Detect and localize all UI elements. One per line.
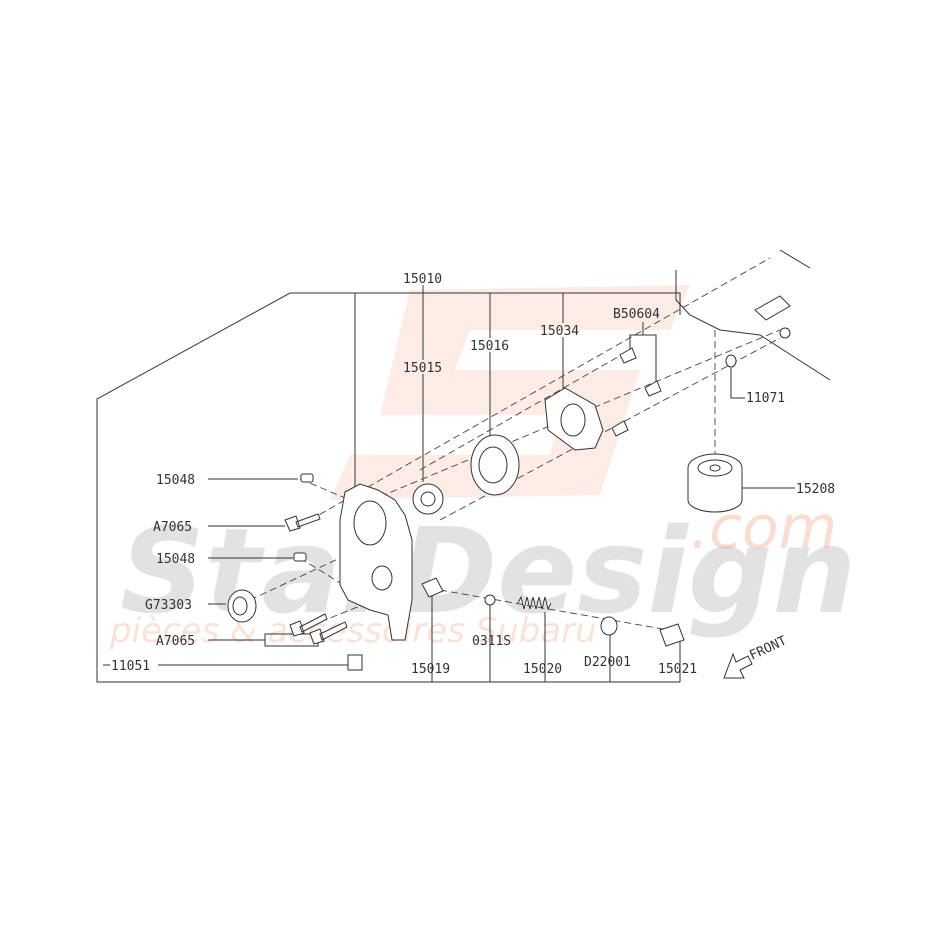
spring — [517, 595, 552, 611]
label-11071: 11071 — [746, 391, 785, 406]
label-0311s: 0311S — [472, 634, 511, 649]
leader-lines — [96, 285, 795, 683]
watermark-tagline: pièces & accessoires Subaru — [109, 611, 597, 651]
front-arrow-icon — [723, 652, 753, 679]
plug — [659, 623, 685, 647]
washer — [484, 594, 496, 606]
drain-plug — [347, 654, 363, 671]
label-15021: 15021 — [658, 662, 697, 677]
parts — [227, 249, 831, 671]
label-11051: 11051 — [111, 659, 150, 674]
part-labels: 15010 15015 15016 15034 B50604 11071 152… — [111, 272, 835, 677]
label-15034: 15034 — [540, 324, 579, 339]
label-15048-b: 15048 — [156, 552, 195, 567]
label-15016: 15016 — [470, 339, 509, 354]
label-b50604: B50604 — [613, 307, 660, 322]
relief-valve — [421, 577, 444, 598]
label-g73303: G73303 — [145, 598, 192, 613]
gasket — [600, 616, 618, 636]
label-15015: 15015 — [403, 361, 442, 376]
label-15208: 15208 — [796, 482, 835, 497]
label-a7065-a: A7065 — [153, 520, 192, 535]
watermark-logo — [330, 285, 690, 500]
label-15048-a: 15048 — [156, 473, 195, 488]
bolt — [284, 513, 348, 645]
screw — [611, 347, 662, 437]
label-a7065-b: A7065 — [156, 634, 195, 649]
engine-block-outline — [675, 249, 831, 381]
label-15019: 15019 — [411, 662, 450, 677]
front-indicator: FRONT — [723, 633, 789, 679]
label-15010: 15010 — [403, 272, 442, 287]
label-15020: 15020 — [523, 662, 562, 677]
label-d22001: D22001 — [584, 655, 631, 670]
pin — [300, 473, 314, 483]
